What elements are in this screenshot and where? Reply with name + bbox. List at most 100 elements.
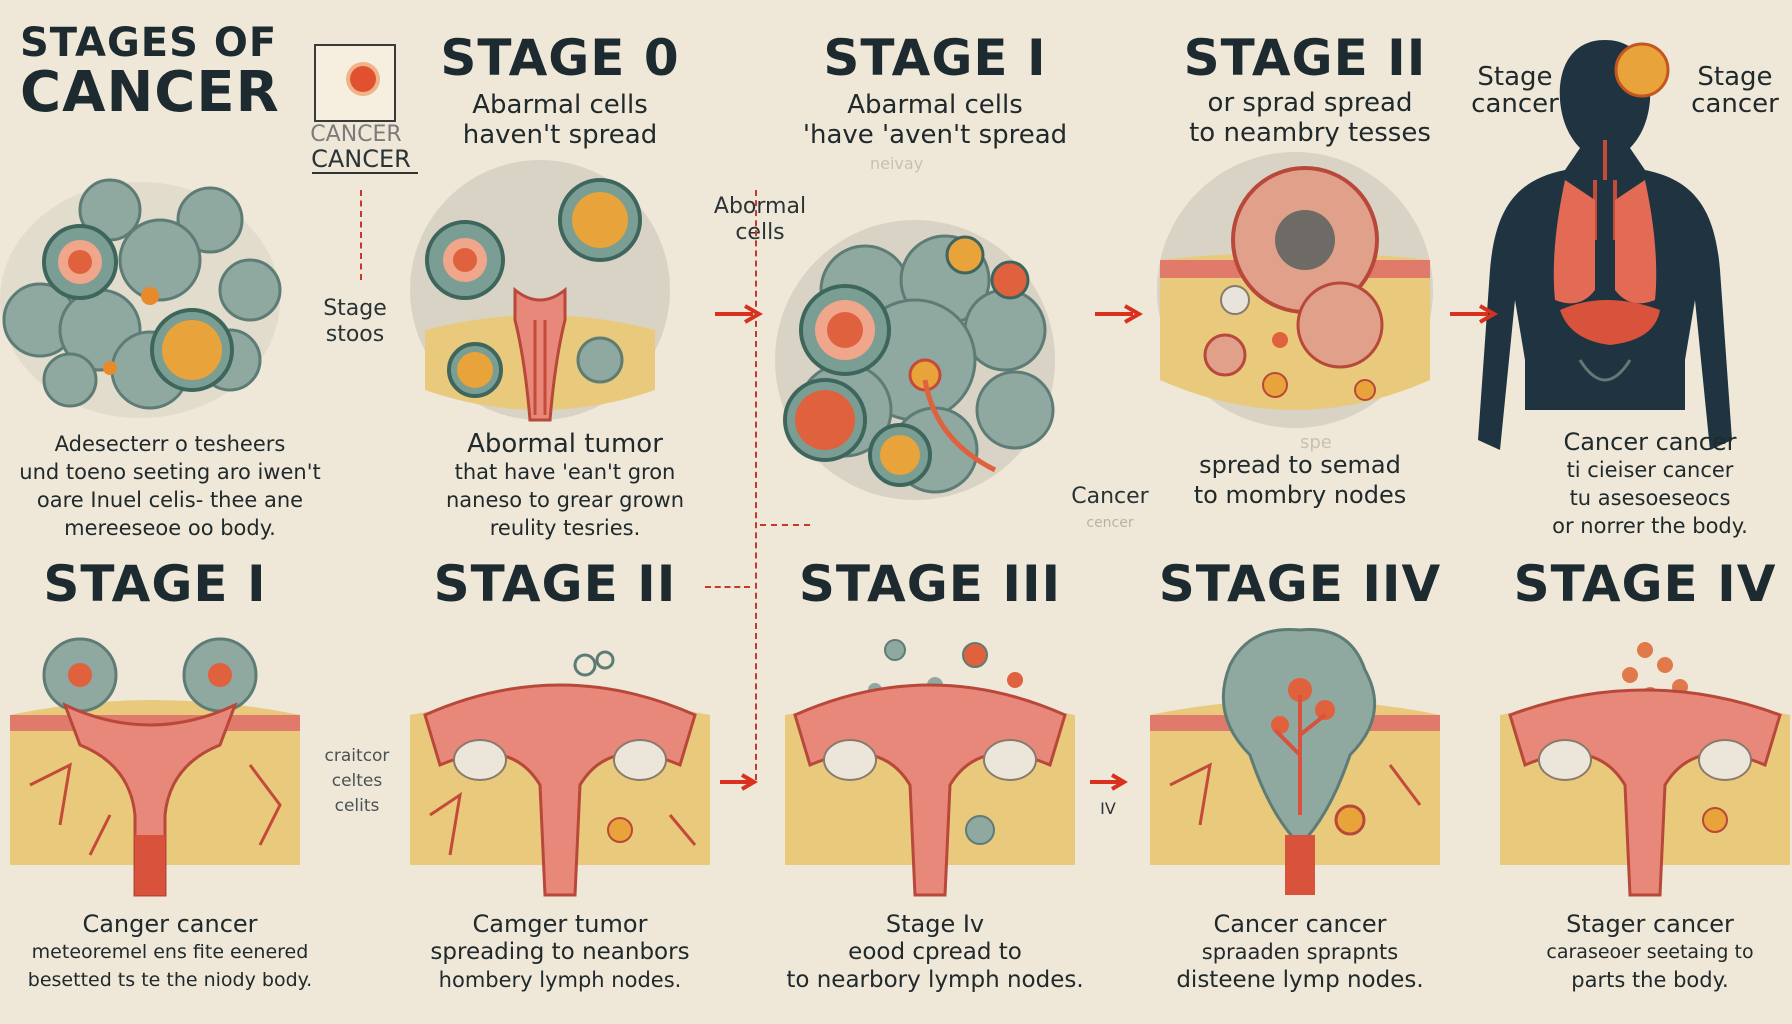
connector-line (755, 190, 757, 780)
arrow-icon (1450, 304, 1499, 324)
top-stage-1-header: Abarmal cells 'have 'aven't spread (770, 90, 1100, 150)
top-stage-2-header: or sprad spread to neambry tesses (1160, 88, 1460, 148)
header-line: to neambry tesses (1189, 118, 1431, 148)
caption-line: caraseoer seetaing to (1546, 941, 1754, 963)
stage-0-illustration (410, 160, 670, 422)
uterus-stage-4b-illustration (1500, 642, 1790, 897)
arrow-icon (1090, 773, 1128, 791)
bottom-stage-2-title: STAGE II (433, 555, 677, 613)
note-line: cencer (1086, 515, 1134, 531)
caption-line: Camger tumor (472, 910, 648, 938)
top-stage-0-caption: Abormal tumor that have 'ean't gron nane… (400, 430, 730, 542)
caption-line: Adesecterr o tesheers (54, 432, 286, 456)
header-line: Abarmal cells (472, 90, 648, 120)
caption-line: or norrer the body. (1552, 514, 1748, 538)
note-line: craitcor (324, 746, 390, 766)
caption-line: disteene lymp nodes. (1176, 967, 1424, 993)
bottom-stage-2-caption: Camger tumor spreading to neanbors hombe… (410, 910, 710, 994)
caption-line: mereeseoe oo body. (64, 516, 276, 540)
caption-line: naneso to grear grown (445, 488, 685, 512)
arrow-icon (1095, 304, 1144, 324)
bottom-stage-3-caption: Stage Iv eood cpread to to nearbory lymp… (765, 910, 1105, 994)
header-line: cancer (1471, 89, 1559, 119)
title-line-2: CANCER (20, 60, 280, 125)
note-line: Cancer (1071, 484, 1149, 509)
legend-label-1: CANCER (310, 122, 402, 147)
faint-text-1: neivay (870, 154, 924, 173)
caption-line: Canger cancer (82, 910, 258, 938)
note-stage-stoos: Stage stoos (305, 296, 405, 348)
header-line: Abarmal cells (847, 90, 1023, 120)
connector-line (360, 190, 362, 280)
page-title: STAGES OF CANCER (20, 22, 280, 122)
stage-2-illustration (1157, 152, 1433, 428)
bottom-stage-4a-caption: Cancer cancer spraaden sprapnts disteene… (1150, 910, 1450, 994)
bottom-stage-1-title: STAGE I (43, 555, 267, 613)
body-silhouette-illustration (1478, 40, 1732, 450)
note-iv: IV (1100, 799, 1116, 818)
legend: CANCER CANCER (310, 44, 422, 174)
note-line: stoos (325, 322, 385, 347)
header-line: 'have 'aven't spread (802, 120, 1068, 150)
caption-line: to nearbory lymph nodes. (786, 967, 1084, 993)
note-line: celtes (331, 771, 383, 791)
uterus-stage-1-illustration (10, 637, 300, 897)
connector-line (705, 586, 750, 588)
caption-line: Abormal tumor (467, 429, 663, 459)
caption-line: Cancer cancer (1213, 910, 1387, 938)
note-abnormal-cells: Abormal cells (690, 194, 830, 246)
legend-swatch (314, 44, 396, 122)
caption-line: eood cpread to (848, 939, 1022, 965)
caption-line: tu asesoeseocs (1569, 486, 1731, 510)
header-line: or sprad spread (1207, 88, 1413, 118)
header-line: Stage (1697, 62, 1773, 92)
header-line: cancer (1691, 89, 1779, 119)
legend-cell-icon (350, 66, 376, 92)
top-stage-0-title: STAGE 0 (440, 29, 680, 87)
caption-line: spraaden sprapnts (1201, 940, 1399, 964)
header-line: haven't spread (462, 120, 658, 150)
caption-line: parts the body. (1571, 968, 1729, 992)
caption-line: spread to semad (1199, 451, 1401, 479)
bottom-stage-4a-title: STAGE IIV (1158, 555, 1442, 613)
arrow-icon (715, 304, 764, 324)
caption-line: Stage Iv (885, 910, 985, 938)
header-line: Stage (1477, 62, 1553, 92)
caption-line: und toeno seeting aro iwen't (19, 460, 321, 484)
note-cancer-cells: craitcor celtes celits (312, 744, 402, 819)
note-line: Stage (323, 296, 387, 321)
cell-cluster-illustration (0, 178, 282, 418)
top-panel-1-caption: Adesecterr o tesheers und toeno seeting … (0, 430, 340, 542)
top-stage-2-caption: spread to semad to mombry nodes (1150, 450, 1450, 510)
legend-label-2: CANCER (311, 145, 411, 173)
arrow-icon (720, 773, 758, 791)
bottom-stage-1-caption: Canger cancer meteoremel ens fite eenere… (0, 910, 340, 994)
note-line: celits (334, 796, 380, 816)
caption-line: meteoremel ens fite eenered (31, 941, 309, 963)
bottom-stage-4b-title: STAGE IV (1513, 555, 1777, 613)
note-line: Abormal (713, 194, 807, 219)
top-stage-4-header-left: Stage cancer (1460, 64, 1570, 118)
bottom-stage-4b-caption: Stager cancer caraseoer seetaing to part… (1510, 910, 1790, 994)
caption-line: Stager cancer (1566, 910, 1734, 938)
faint-text-2: spe (1300, 432, 1332, 453)
bottom-stage-3-title: STAGE III (798, 555, 1062, 613)
top-stage-2-title: STAGE II (1183, 29, 1427, 87)
uterus-stage-3-illustration (785, 639, 1075, 897)
legend-divider (312, 172, 418, 174)
top-stage-0-header: Abarmal cells haven't spread (415, 90, 705, 150)
caption-line: that have 'ean't gron (454, 460, 676, 484)
top-stage-4-header-right: Stage cancer (1680, 64, 1790, 118)
uterus-stage-2-illustration (410, 650, 710, 897)
caption-line: oare Inuel celis- thee ane (36, 488, 304, 512)
note-cancer-cencer: Cancer cencer (1055, 484, 1165, 536)
caption-line: ti cieiser cancer (1566, 458, 1734, 482)
caption-line: Cancer cancer (1563, 428, 1737, 456)
caption-line: hombery lymph nodes. (438, 968, 682, 992)
uterus-stage-4a-illustration (1150, 627, 1440, 895)
caption-line: besetted ts te the niody body. (27, 969, 313, 991)
connector-line (760, 524, 810, 526)
top-stage-4-caption: Cancer cancer ti cieiser cancer tu aseso… (1510, 428, 1790, 540)
caption-line: spreading to neanbors (430, 939, 690, 965)
caption-line: reulity tesries. (489, 516, 641, 540)
